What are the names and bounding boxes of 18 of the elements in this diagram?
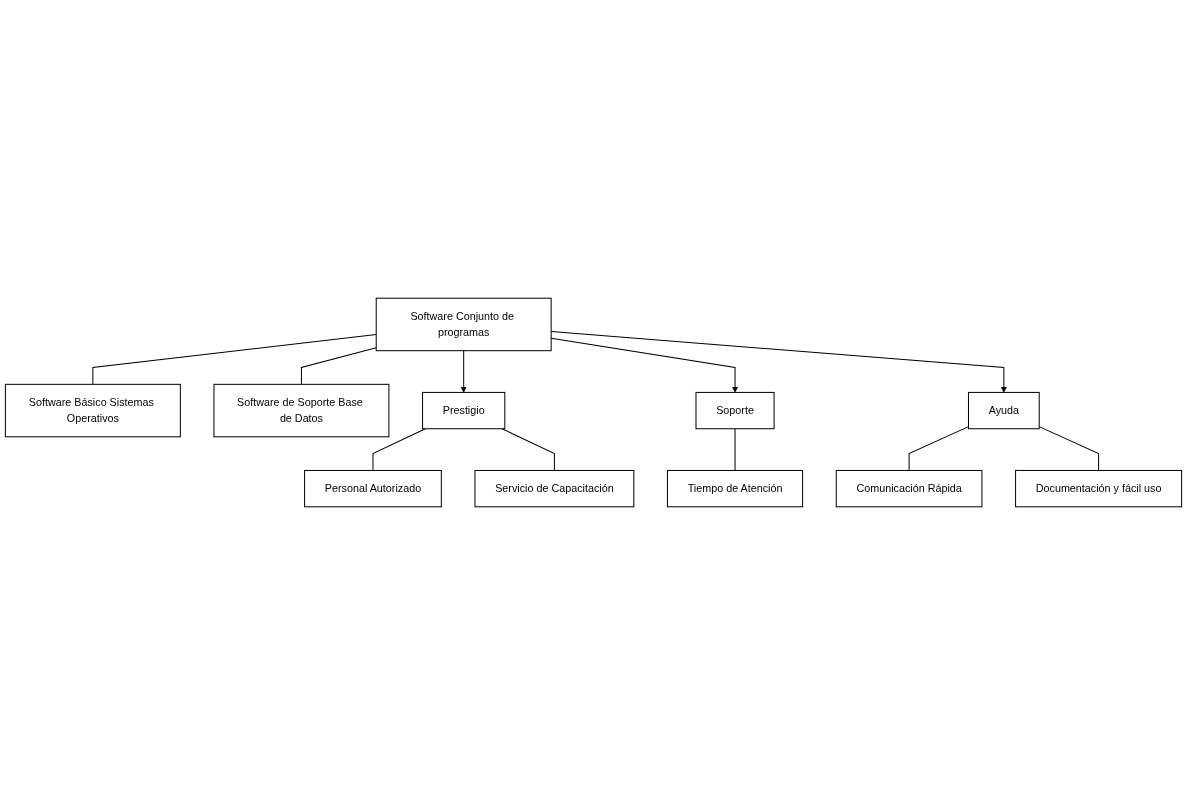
node-box: Software Conjunto de programas [375, 297, 552, 352]
arrow [460, 350, 467, 393]
node-box: Software de Soporte Base de Datos [213, 383, 390, 438]
node-box: Tiempo de Atención [666, 469, 804, 508]
connector [908, 426, 969, 471]
node-box: Comunicación Rápida [835, 469, 983, 508]
connector [372, 428, 426, 471]
connector [300, 347, 377, 385]
node-box: Personal Autorizado [304, 469, 442, 508]
node-box: Servicio de Capacitación [474, 469, 635, 508]
connector [92, 334, 377, 385]
connector [501, 428, 555, 471]
node-box: Ayuda [968, 391, 1040, 430]
node-box: Soporte [695, 391, 775, 430]
connector [734, 428, 736, 471]
node-box: Documentación y fácil uso [1015, 469, 1183, 508]
node-box: Software Básico Sistemas Operativos [4, 383, 181, 438]
node-box: Prestigio [422, 391, 506, 430]
